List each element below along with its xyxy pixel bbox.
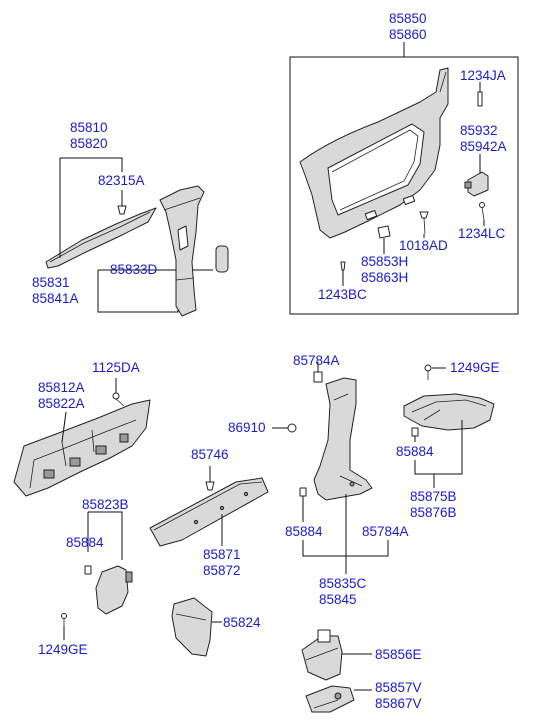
center-pillar-85835c bbox=[313, 377, 373, 501]
part-label-85850: 85850 bbox=[389, 11, 427, 26]
part-label-85820: 85820 bbox=[70, 136, 108, 151]
screw-1125da bbox=[112, 378, 125, 407]
part-label-85835c: 85835C bbox=[319, 576, 367, 591]
part-label-85875b: 85875B bbox=[410, 489, 457, 504]
part-label-85857v: 85857V bbox=[375, 680, 422, 695]
screw-1249ge-left bbox=[61, 613, 67, 640]
clip-85884-center bbox=[299, 487, 307, 522]
part-label-1243bc: 1243BC bbox=[318, 287, 367, 302]
clip-86910 bbox=[272, 423, 297, 433]
part-label-85810: 85810 bbox=[70, 120, 108, 135]
part-label-85784a-bottom: 85784A bbox=[362, 524, 409, 539]
part-label-85942a: 85942A bbox=[460, 139, 507, 154]
part-label-85863h: 85863H bbox=[361, 270, 409, 285]
part-label-85822a: 85822A bbox=[38, 396, 85, 411]
part-label-85884-center: 85884 bbox=[285, 524, 323, 539]
clip-85884-left bbox=[84, 565, 92, 575]
screw-1234lc bbox=[479, 202, 485, 226]
part-label-1249ge-left: 1249GE bbox=[38, 642, 88, 657]
part-label-85812a: 85812A bbox=[38, 380, 85, 395]
belt-guide-85833d bbox=[215, 245, 229, 273]
lower-trim-85824 bbox=[171, 597, 213, 657]
part-label-85932: 85932 bbox=[460, 123, 498, 138]
part-label-85856e: 85856E bbox=[375, 647, 422, 662]
bracket-85932 bbox=[464, 154, 489, 197]
part-label-85784a-top: 85784A bbox=[293, 353, 340, 368]
part-label-1018ad: 1018AD bbox=[399, 238, 448, 253]
part-label-85831: 85831 bbox=[32, 275, 70, 290]
bracket-85856e bbox=[301, 629, 343, 681]
part-label-1234lc: 1234LC bbox=[458, 226, 506, 241]
rear-trim-85812a bbox=[13, 399, 151, 497]
part-label-82315a: 82315A bbox=[98, 173, 145, 188]
part-label-85860: 85860 bbox=[389, 27, 427, 42]
screw-1249ge-right bbox=[424, 364, 446, 380]
part-label-1249ge-right: 1249GE bbox=[450, 360, 500, 375]
part-label-85833d: 85833D bbox=[110, 262, 158, 277]
clip-85784a-top bbox=[313, 362, 323, 383]
clip-85884-right bbox=[411, 427, 419, 442]
step-trim-85875b bbox=[403, 393, 495, 431]
a-pillar-trim bbox=[45, 207, 157, 269]
scuff-plate-85871 bbox=[149, 477, 269, 547]
clip-1234ja bbox=[477, 82, 483, 107]
part-label-85871: 85871 bbox=[203, 547, 241, 562]
part-label-86910: 86910 bbox=[228, 420, 266, 435]
part-label-85884-left: 85884 bbox=[66, 535, 104, 550]
clip-85746 bbox=[205, 466, 215, 491]
part-label-85884-right: 85884 bbox=[396, 444, 434, 459]
part-label-85853h: 85853H bbox=[361, 254, 409, 269]
part-label-1125da: 1125DA bbox=[92, 360, 140, 375]
part-label-1234ja: 1234JA bbox=[460, 68, 506, 83]
part-label-85876b: 85876B bbox=[410, 505, 457, 520]
part-label-85867v: 85867V bbox=[375, 696, 422, 711]
b-pillar-upper-trim bbox=[159, 185, 205, 317]
clip-82315a bbox=[117, 190, 127, 215]
fastener-1018ad bbox=[419, 211, 429, 235]
part-label-85824: 85824 bbox=[223, 615, 261, 630]
part-label-85746: 85746 bbox=[191, 447, 229, 462]
bracket-85823b bbox=[95, 565, 133, 615]
clip-1243bc bbox=[340, 261, 346, 286]
part-label-85872: 85872 bbox=[203, 563, 241, 578]
bracket-85857v bbox=[305, 685, 355, 713]
part-label-85845: 85845 bbox=[319, 592, 357, 607]
quarter-trim-panel bbox=[299, 67, 449, 239]
part-label-85841a: 85841A bbox=[32, 291, 79, 306]
part-label-85823b: 85823B bbox=[82, 497, 129, 512]
cover-85853h bbox=[377, 225, 391, 254]
